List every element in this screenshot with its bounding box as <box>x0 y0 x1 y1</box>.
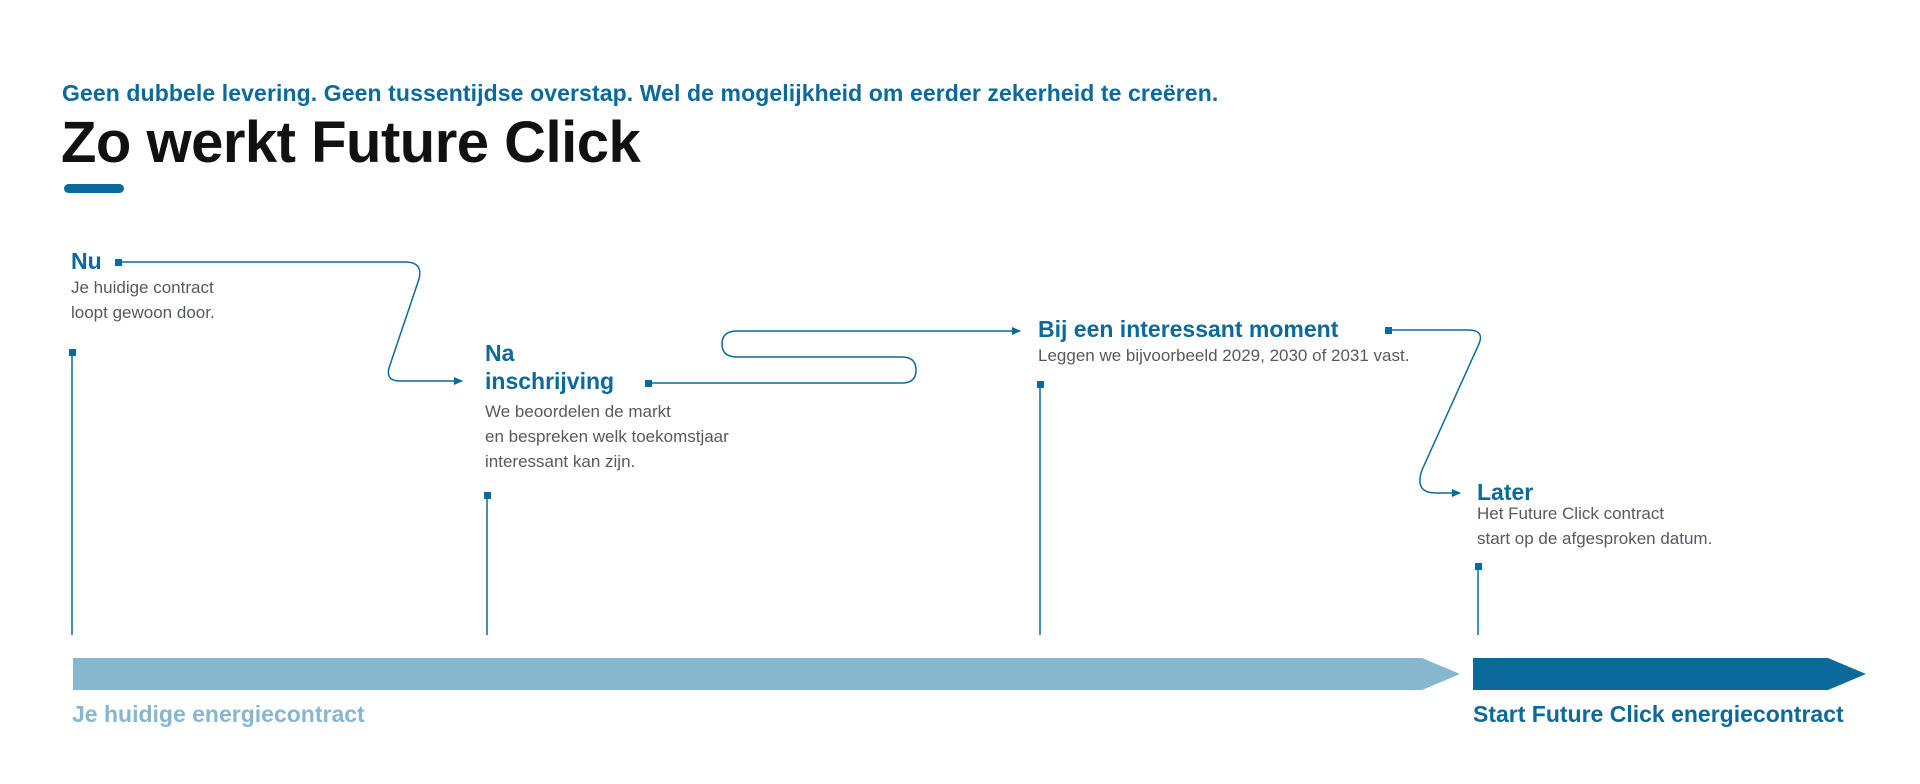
stem-marker-moment <box>1037 381 1044 388</box>
connector-start-moment <box>1385 327 1392 334</box>
stem-marker-inschrijving <box>484 492 491 499</box>
connector-inschrijving-to-moment <box>652 327 1021 384</box>
future-contract-bar <box>1473 658 1866 690</box>
current-contract-bar <box>73 658 1460 690</box>
step-title-later: Later <box>1477 479 1534 505</box>
current-contract-label: Je huidige energiecontract <box>72 701 365 727</box>
page-title: Zo werkt Future Click <box>61 110 641 175</box>
connector-moment-to-later <box>1392 329 1482 497</box>
connector-start-nu <box>115 259 122 266</box>
step-desc-moment: Leggen we bijvoorbeeld 2029, 2030 of 203… <box>1038 346 1410 365</box>
connector-start-inschrijving <box>645 380 652 387</box>
step-desc-nu: Je huidige contract loopt gewoon door. <box>71 278 215 322</box>
timeline-stems <box>69 349 1482 635</box>
flow-connectors <box>115 259 1482 497</box>
stem-marker-later <box>1475 563 1482 570</box>
step-title-inschrijving: Na inschrijving <box>485 340 615 394</box>
connector-nu-to-inschrijving <box>122 261 463 385</box>
step-desc-later: Het Future Click contract start op de af… <box>1477 504 1713 548</box>
stem-marker-nu <box>69 349 76 356</box>
step-desc-inschrijving: We beoordelen de markt en bespreken welk… <box>485 402 729 471</box>
step-title-moment: Bij een interessant moment <box>1038 316 1339 342</box>
subtitle: Geen dubbele levering. Geen tussentijdse… <box>62 80 1219 106</box>
step-title-nu: Nu <box>71 248 102 274</box>
future-contract-label: Start Future Click energiecontract <box>1473 701 1844 727</box>
title-underline <box>64 184 124 193</box>
contract-bars <box>73 658 1866 690</box>
